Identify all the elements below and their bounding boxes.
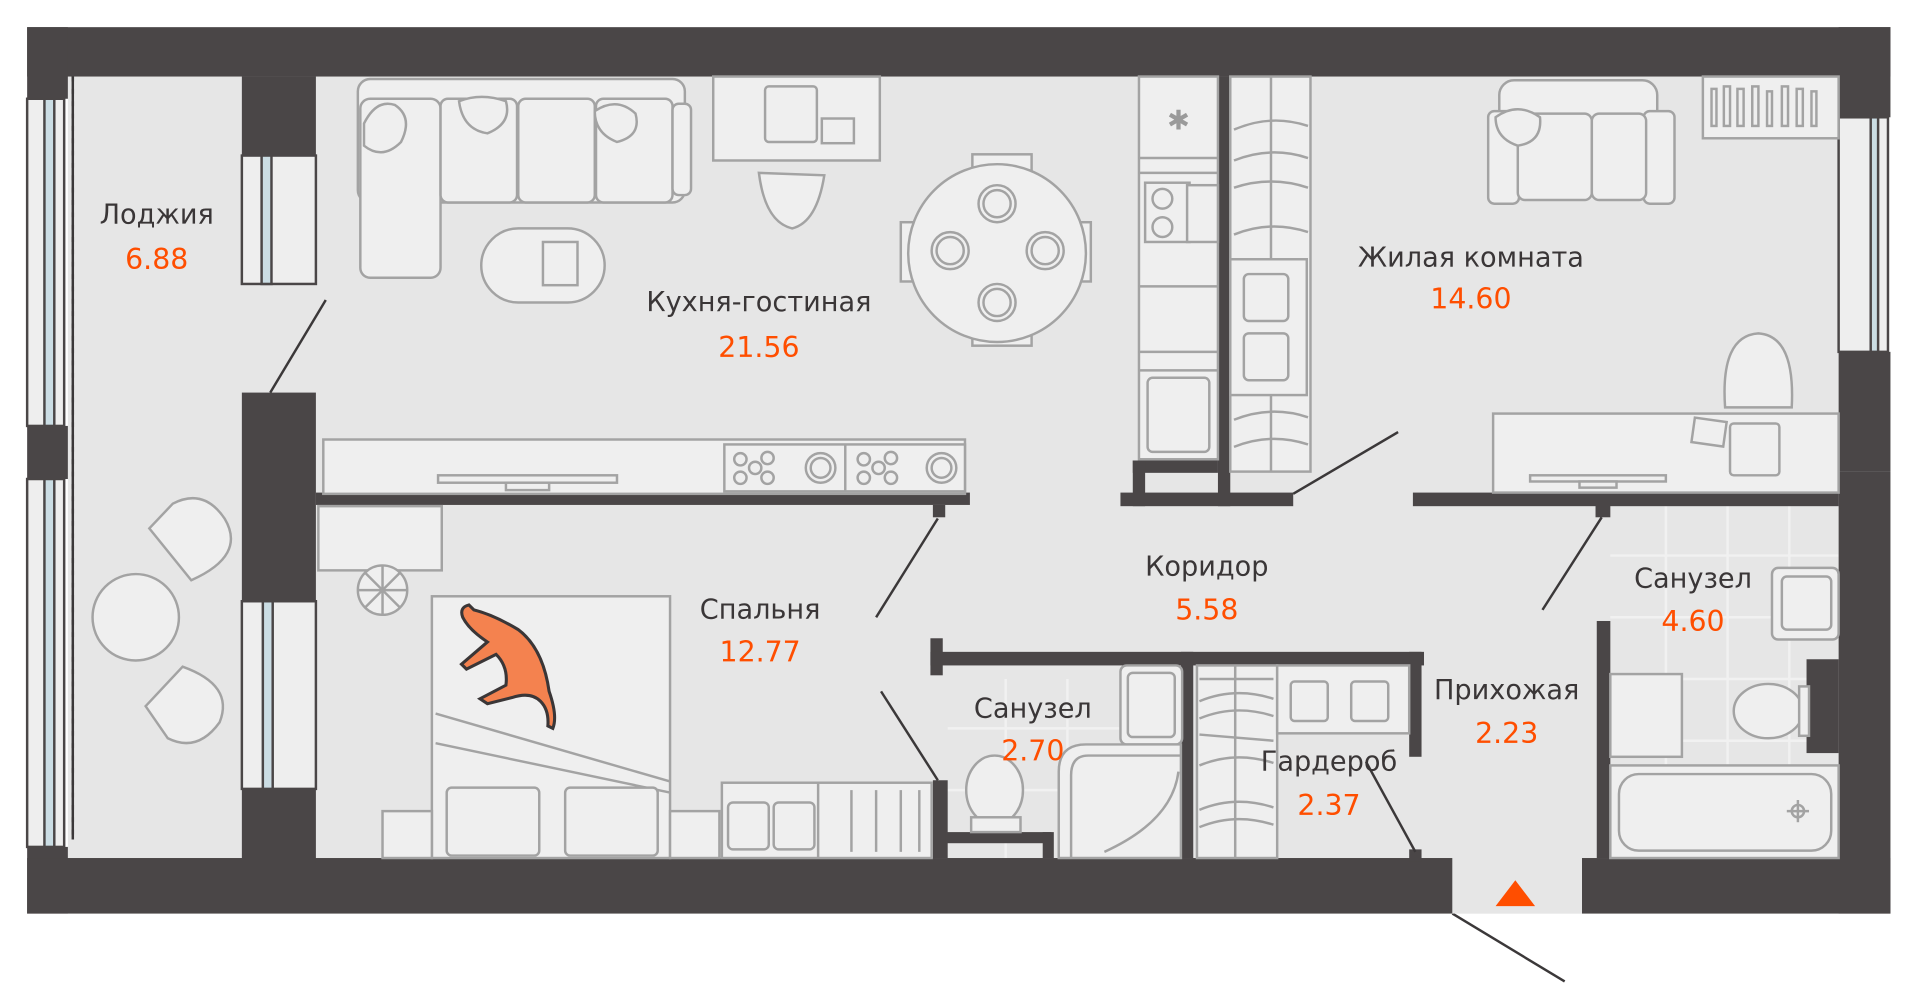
room-area-bathroom-small: 2.70 (1001, 734, 1064, 767)
bedroom-furniture (317, 504, 933, 860)
walls (27, 27, 1891, 914)
room-name-bathroom-large: Санузел (1634, 564, 1752, 595)
room-name-kitchen-living: Кухня-гостиная (646, 287, 871, 318)
wardrobe-strip-upper (1229, 75, 1312, 473)
room-area-wardrobe: 2.37 (1297, 789, 1360, 822)
loggia (25, 76, 233, 849)
room-name-living-room: Жилая комната (1358, 243, 1584, 274)
bathroom-large-fixtures (1609, 566, 1840, 860)
kitchen-living-furniture: ✱ (322, 75, 1220, 496)
room-name-loggia: Лоджия (100, 199, 214, 230)
entrance (1452, 858, 1582, 914)
room-area-bathroom-large: 4.60 (1661, 605, 1724, 638)
room-area-loggia: 6.88 (125, 243, 188, 276)
wardrobe-fixtures (1195, 664, 1411, 860)
room-name-bathroom-small: Санузел (974, 693, 1092, 724)
living-room-furniture (1486, 75, 1840, 494)
room-labels: Лоджия 6.88 Кухня-гостиная 21.56 Жилая к… (100, 199, 1752, 821)
room-name-wardrobe: Гардероб (1261, 746, 1397, 777)
room-area-kitchen-living: 21.56 (718, 331, 799, 364)
bathroom-small-fixtures (964, 664, 1184, 860)
room-area-corridor: 5.58 (1175, 594, 1238, 627)
entrance-triangle-icon (1495, 880, 1536, 907)
room-area-hallway: 2.23 (1475, 717, 1538, 750)
door-swings (269, 299, 1603, 983)
room-name-hallway: Прихожая (1434, 675, 1579, 706)
svg-text:✱: ✱ (1167, 106, 1190, 137)
room-name-corridor: Коридор (1145, 551, 1268, 582)
room-area-bedroom: 12.77 (720, 636, 801, 669)
room-area-living-room: 14.60 (1430, 283, 1511, 316)
room-name-bedroom: Спальня (700, 595, 821, 626)
